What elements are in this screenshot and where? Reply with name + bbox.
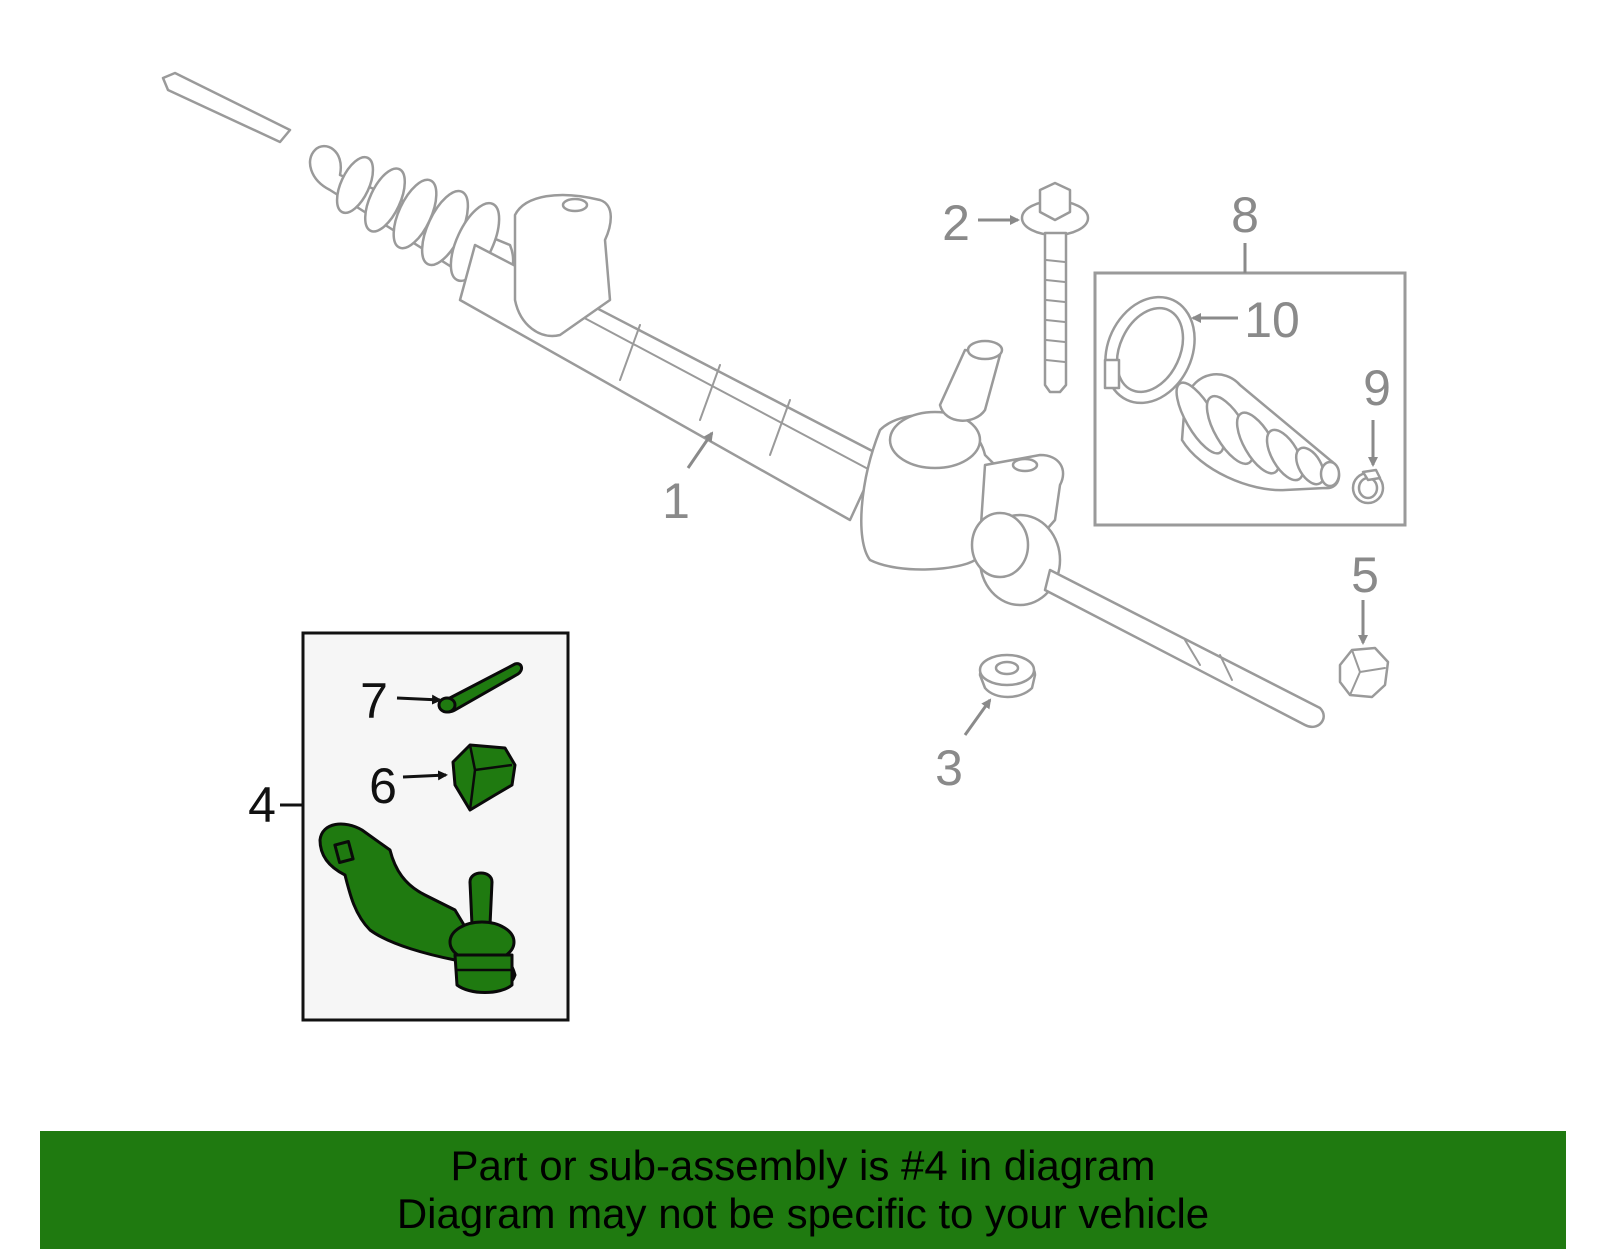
svg-text:10: 10: [1244, 292, 1300, 348]
callout-9: 9: [1363, 360, 1391, 467]
svg-text:2: 2: [942, 195, 970, 251]
callout-2: 2: [942, 195, 1020, 251]
svg-text:9: 9: [1363, 360, 1391, 416]
svg-text:8: 8: [1231, 187, 1259, 243]
svg-text:4: 4: [248, 777, 276, 833]
tie-rod-end-box: [301, 631, 570, 1022]
callout-4: 4: [248, 777, 303, 833]
callout-8: 8: [1231, 187, 1259, 243]
small-clamp: [1351, 468, 1385, 505]
cotter-pin: [437, 662, 524, 714]
svg-text:6: 6: [369, 758, 397, 814]
tie-rod-end: [318, 822, 517, 994]
info-banner: Part or sub-assembly is #4 in diagram Di…: [40, 1131, 1566, 1249]
mounting-bolt: [1020, 181, 1090, 394]
boot-clamp: [1103, 295, 1196, 405]
callout-6: 6: [369, 758, 448, 814]
callout-5: 5: [1351, 547, 1379, 645]
callout-10: 10: [1191, 292, 1300, 348]
callout-3: 3: [935, 698, 992, 796]
castle-nut: [451, 743, 517, 812]
svg-text:1: 1: [662, 473, 690, 529]
left-boot-bellows: [308, 144, 515, 288]
svg-text:3: 3: [935, 740, 963, 796]
flange-nut: [978, 653, 1037, 699]
banner-line-1: Part or sub-assembly is #4 in diagram: [450, 1142, 1156, 1189]
steering-rack-assembly: [161, 71, 1325, 728]
boot: [1175, 373, 1341, 492]
svg-text:5: 5: [1351, 547, 1379, 603]
banner-line-2: Diagram may not be specific to your vehi…: [396, 1190, 1210, 1237]
boot-kit-box: [1093, 243, 1407, 527]
callout-1: 1: [662, 431, 714, 529]
hex-nut: [1338, 646, 1390, 699]
callout-7: 7: [360, 673, 442, 729]
svg-text:7: 7: [360, 673, 388, 729]
